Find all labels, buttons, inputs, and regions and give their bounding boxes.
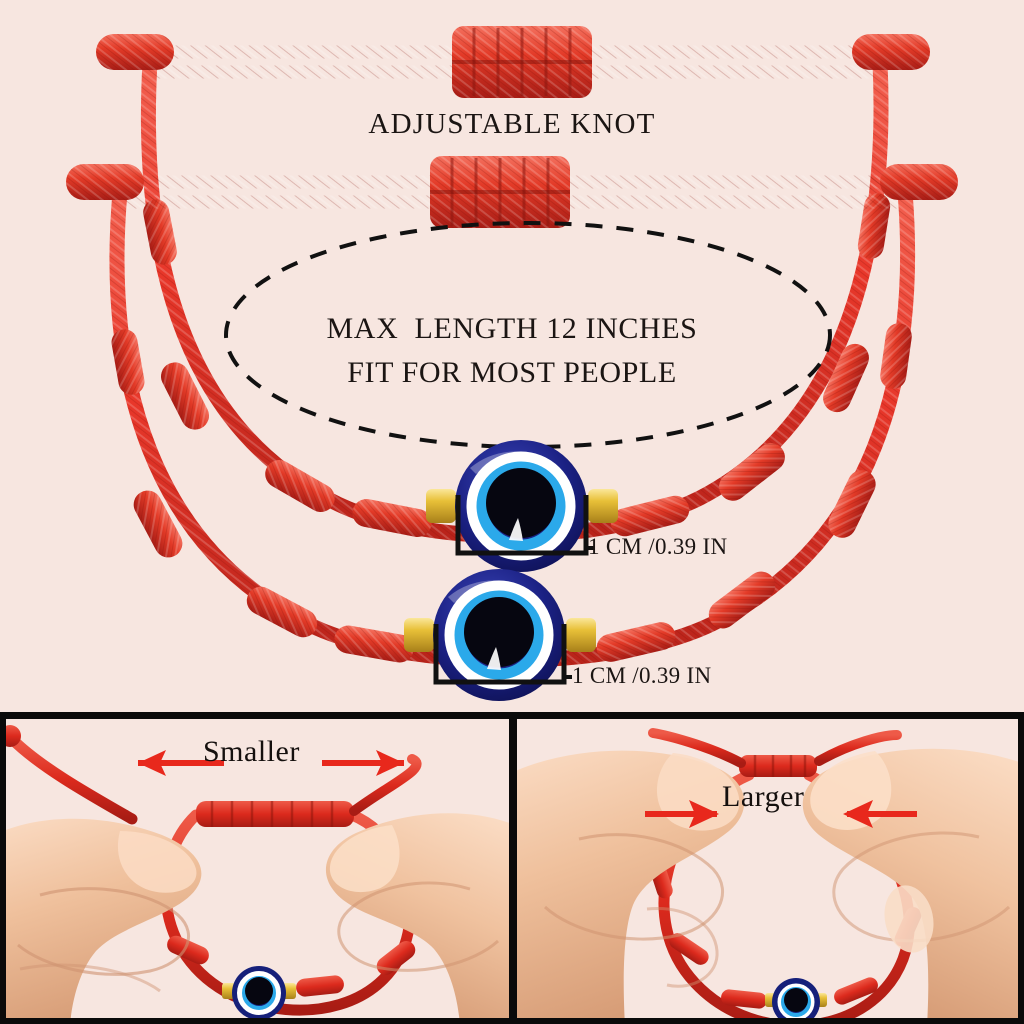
arrow-right-icon-smaller	[322, 750, 404, 776]
measurement-bracket-1	[455, 495, 589, 556]
fit-most-people-line-2: FIT FOR MOST PEOPLE	[347, 356, 677, 389]
hand-left-smaller	[0, 818, 202, 1024]
larger-photo-illustration	[517, 719, 1024, 1024]
arrow-right-icon-larger	[645, 800, 719, 828]
measurement-label-1: 1 CM /0.39 IN	[588, 534, 728, 559]
bracelet-knot-segments-top	[143, 193, 891, 537]
smaller-label: Smaller	[203, 735, 300, 768]
braided-band-smaller	[196, 801, 354, 827]
measurement-label-2: 1 CM /0.39 IN	[572, 663, 712, 688]
gold-bead-left-1	[426, 489, 456, 523]
cord-end-tip-right	[852, 34, 930, 70]
evil-eye-bead-1	[426, 440, 618, 572]
max-length-line-1: MAX LENGTH 12 INCHES	[326, 312, 698, 345]
panel-larger	[517, 719, 1024, 1024]
adjustable-knot-upper	[452, 26, 592, 98]
loop-knots-smaller	[167, 935, 416, 997]
larger-label: Larger	[722, 780, 805, 813]
gold-bead-right-2	[566, 618, 596, 652]
evil-eye-bead-smaller	[222, 966, 296, 1020]
cord-end-tip-left-2	[66, 164, 144, 200]
bracelet-knot-segments-bottom	[111, 323, 912, 663]
panel-smaller	[0, 719, 509, 1024]
hand-left-larger	[517, 750, 745, 1024]
measurement-bracket-2	[433, 624, 567, 685]
gold-bead-left-2	[404, 618, 434, 652]
cord-end-tip-right-2	[880, 164, 958, 200]
cord-ball-tip	[0, 725, 21, 747]
adjustable-knot-lower	[430, 156, 570, 228]
bracelet-illustration	[66, 26, 958, 701]
panel-divider-vertical	[509, 712, 517, 1024]
cord-end-tip-left	[96, 34, 174, 70]
adjustable-knot-label: ADJUSTABLE KNOT	[368, 108, 656, 140]
braided-band-larger	[739, 755, 817, 777]
gold-bead-right-1	[588, 489, 618, 523]
arrow-left-icon-smaller	[138, 750, 224, 776]
hand-right-smaller	[326, 813, 509, 1024]
loose-cord-end	[6, 733, 138, 825]
arrow-left-icon-larger	[843, 800, 917, 828]
top-panel-bracelet-diagram: ADJUSTABLE KNOT MAX LENGTH 12 INCHES FIT…	[66, 26, 958, 701]
smaller-photo-illustration	[0, 719, 509, 1024]
